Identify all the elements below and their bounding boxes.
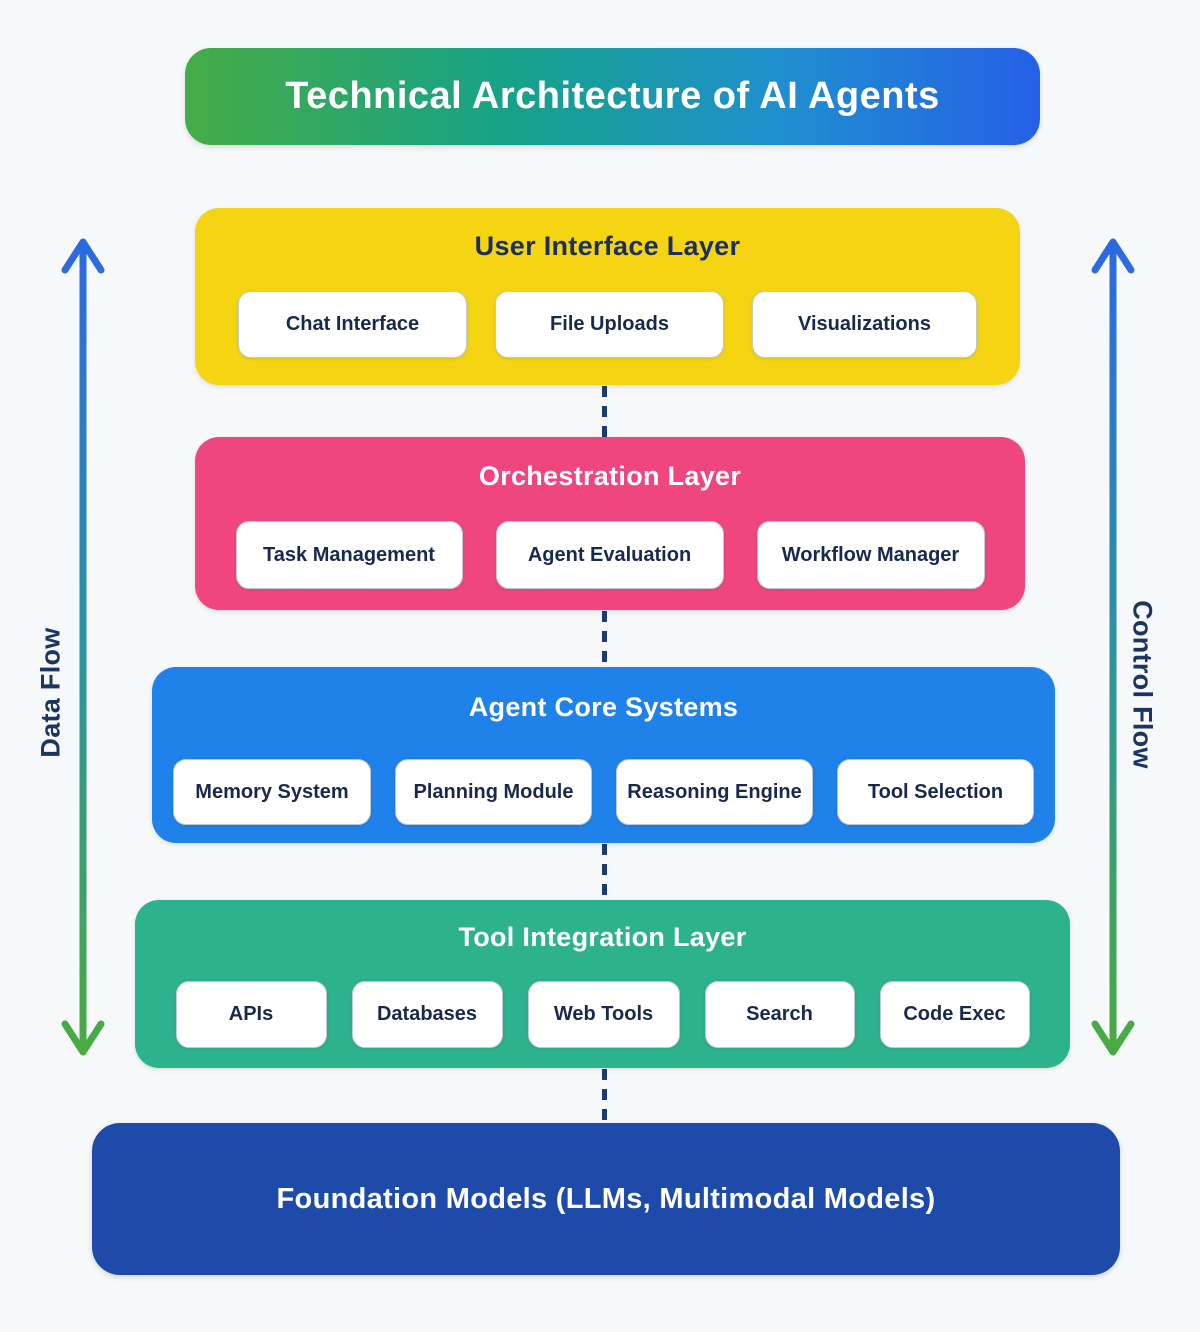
- title-banner: Technical Architecture of AI Agents: [185, 48, 1040, 145]
- layer-user-interface: User Interface Layer Chat Interface File…: [195, 208, 1020, 385]
- chip-workflow-manager: Workflow Manager: [756, 521, 985, 589]
- chip-chat-interface: Chat Interface: [238, 291, 467, 358]
- connector-orchestration-core: [602, 611, 607, 667]
- layer-orchestration: Orchestration Layer Task Management Agen…: [195, 437, 1025, 610]
- chip-task-management: Task Management: [235, 521, 463, 589]
- connector-core-tools: [602, 844, 607, 900]
- layer-user-interface-title: User Interface Layer: [474, 231, 741, 261]
- layer-agent-core-chips: Memory System Planning Module Reasoning …: [152, 759, 1055, 825]
- chip-visualizations: Visualizations: [752, 291, 977, 358]
- chip-code-exec: Code Exec: [879, 981, 1030, 1048]
- control-flow-arrow: [1091, 238, 1135, 1056]
- chip-agent-evaluation: Agent Evaluation: [495, 521, 724, 589]
- layer-agent-core: Agent Core Systems Memory System Plannin…: [152, 667, 1055, 843]
- chip-planning-module: Planning Module: [395, 759, 592, 825]
- layer-orchestration-title: Orchestration Layer: [478, 461, 742, 491]
- chip-web-tools: Web Tools: [527, 981, 680, 1048]
- layer-orchestration-chips: Task Management Agent Evaluation Workflo…: [195, 521, 1025, 589]
- layer-tool-integration-title: Tool Integration Layer: [458, 922, 747, 952]
- connector-ui-orchestration: [602, 386, 607, 437]
- chip-memory-system: Memory System: [173, 759, 371, 825]
- chip-apis: APIs: [175, 981, 327, 1048]
- diagram-title: Technical Architecture of AI Agents: [285, 75, 940, 117]
- control-flow-label: Control Flow: [1127, 600, 1158, 769]
- layer-user-interface-chips: Chat Interface File Uploads Visualizatio…: [195, 291, 1020, 358]
- layer-tool-integration-chips: APIs Databases Web Tools Search Code Exe…: [135, 981, 1070, 1048]
- chip-reasoning-engine: Reasoning Engine: [616, 759, 813, 825]
- chip-file-uploads: File Uploads: [495, 291, 724, 358]
- chip-tool-selection: Tool Selection: [837, 759, 1034, 825]
- foundation-models-label: Foundation Models (LLMs, Multimodal Mode…: [276, 1182, 936, 1215]
- data-flow-arrow: [61, 238, 105, 1056]
- chip-databases: Databases: [351, 981, 503, 1048]
- layer-agent-core-title: Agent Core Systems: [468, 692, 739, 722]
- layer-tool-integration: Tool Integration Layer APIs Databases We…: [135, 900, 1070, 1068]
- chip-search: Search: [704, 981, 855, 1048]
- layer-foundation-models: Foundation Models (LLMs, Multimodal Mode…: [92, 1123, 1120, 1275]
- connector-tools-foundation: [602, 1069, 607, 1123]
- data-flow-label: Data Flow: [35, 627, 66, 758]
